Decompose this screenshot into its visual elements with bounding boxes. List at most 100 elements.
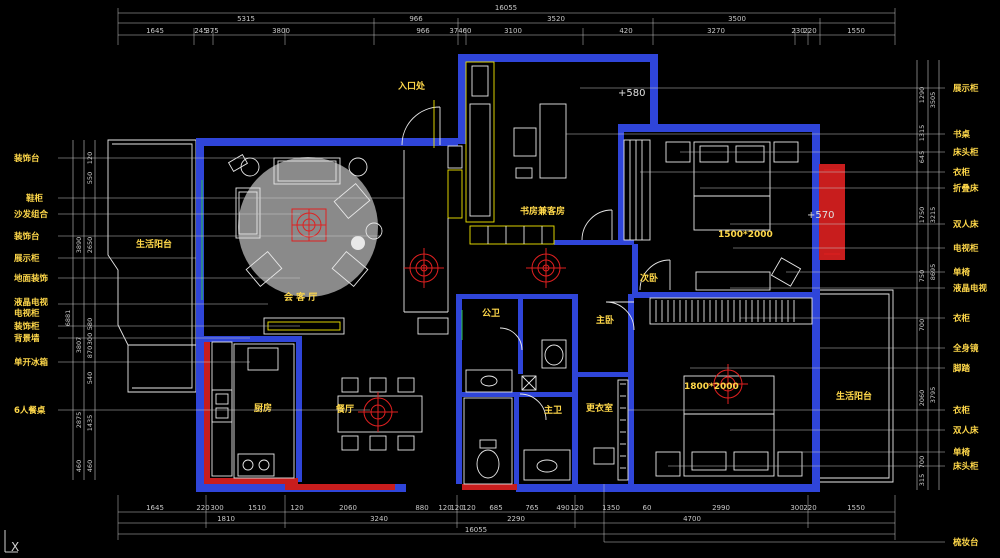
left-legend: 装饰台 鞋柜 沙发组合 装饰台 展示柜 地面装饰 液晶电视 电视柜 装饰柜 背景… xyxy=(13,153,49,416)
legend-label: 展示柜 xyxy=(13,253,40,264)
dim-label: 3505 xyxy=(929,92,937,109)
legend-label: 电视柜 xyxy=(14,308,40,319)
legend-label: 床头柜 xyxy=(953,147,979,158)
room-label-closet: 更衣室 xyxy=(586,402,613,414)
dim-label: 420 xyxy=(619,27,632,35)
dim-label: 1435 xyxy=(86,415,94,432)
dim-label: 245 xyxy=(194,27,207,35)
dim-label: 880 xyxy=(415,504,428,512)
legend-label: 折叠床 xyxy=(953,183,979,194)
dim-label: 3240 xyxy=(370,515,388,523)
entrance-door xyxy=(401,100,441,148)
dim-label: 1810 xyxy=(217,515,235,523)
dim-label: 2990 xyxy=(712,504,730,512)
dim-label: 700 xyxy=(918,456,926,468)
dim-label: 460 xyxy=(75,460,83,472)
room-label-entrance: 入口处 xyxy=(397,80,426,92)
kitchen-fixtures xyxy=(211,341,295,479)
dim-label: 3100 xyxy=(504,27,522,35)
dim-label: 6881 xyxy=(64,310,72,327)
legend-label: 梳妆台 xyxy=(952,537,979,548)
living-room-furniture xyxy=(201,154,383,335)
dim-label: 580 xyxy=(86,318,94,330)
legend-label: 电视柜 xyxy=(953,243,979,254)
legend-label: 地面装饰 xyxy=(14,273,49,284)
leader-lines xyxy=(58,87,945,543)
dim-label: 645 xyxy=(918,151,926,163)
dim-label: 2060 xyxy=(339,504,357,512)
room-label-secondary-bedroom: 次卧 xyxy=(640,272,658,284)
dim-label: 460 xyxy=(86,460,94,472)
legend-label: 装饰台 xyxy=(13,153,40,164)
legend-label: 书桌 xyxy=(953,129,971,140)
legend-label: 鞋柜 xyxy=(26,193,44,204)
dim-label: 5315 xyxy=(237,15,255,23)
room-label-living: 会 客 厅 xyxy=(284,291,317,303)
dim-plus-580: +580 xyxy=(618,88,645,99)
dim-label: 490 xyxy=(556,504,569,512)
top-dim-row1: 5315 966 3520 3500 xyxy=(237,15,746,23)
cursor-x-icon: X xyxy=(11,540,19,554)
room-label-master-bedroom: 主卧 xyxy=(596,314,614,326)
legend-label: 衣柜 xyxy=(953,167,971,178)
dim-label: 3800 xyxy=(272,27,290,35)
dim-label: 1645 xyxy=(146,27,164,35)
ucs-icon xyxy=(4,530,18,553)
dim-label: 120 xyxy=(290,504,303,512)
legend-label: 沙发组合 xyxy=(14,209,49,220)
legend-label: 背景墙 xyxy=(14,333,40,344)
bed-size-large: 1800*2000 xyxy=(684,382,739,392)
dim-label: 1750 xyxy=(918,207,926,224)
dim-top-total: 16055 xyxy=(495,4,517,12)
dining-furniture xyxy=(337,377,423,451)
dim-label: 120 xyxy=(570,504,583,512)
dim-label: 1350 xyxy=(602,504,620,512)
dim-label: 374 xyxy=(449,27,463,35)
left-dimension-lines xyxy=(72,140,96,480)
dim-label: 1290 xyxy=(918,87,926,104)
dim-label: 1550 xyxy=(847,27,865,35)
dim-label: 870 xyxy=(86,346,94,358)
dim-label: 700 xyxy=(918,319,926,331)
dim-bottom-total: 16055 xyxy=(465,526,487,534)
room-label-balcony-right: 生活阳台 xyxy=(836,390,872,402)
dim-label: 685 xyxy=(489,504,502,512)
legend-label: 脚踏 xyxy=(953,363,971,374)
bed-size-small: 1500*2000 xyxy=(718,230,773,240)
dim-label: 220 xyxy=(803,27,816,35)
dim-label: 3500 xyxy=(728,15,746,23)
room-label-balcony-left: 生活阳台 xyxy=(136,238,172,250)
dim-label: 220 xyxy=(803,504,816,512)
legend-label: 床头柜 xyxy=(953,461,979,472)
dim-label: 60 xyxy=(643,504,652,512)
right-dim-labels: 1290 3505 1315 645 1750 3215 750 8695 70… xyxy=(918,87,937,486)
room-label-study: 书房兼客房 xyxy=(520,205,565,217)
legend-label: 单开冰箱 xyxy=(14,357,49,368)
dim-label: 765 xyxy=(525,504,538,512)
closet-furniture xyxy=(593,379,629,481)
legend-label: 液晶电视 xyxy=(14,297,49,308)
study-furniture xyxy=(465,61,613,245)
dim-label: 220 xyxy=(196,504,209,512)
legend-label: 单椅 xyxy=(953,447,971,458)
ceiling-light-corridor xyxy=(526,248,566,288)
dim-label: 3270 xyxy=(707,27,725,35)
legend-label: 衣柜 xyxy=(953,313,971,324)
dim-label: 2875 xyxy=(75,412,83,429)
dim-label: 1645 xyxy=(146,504,164,512)
balcony-right xyxy=(820,289,894,483)
dim-label: 230 xyxy=(791,27,804,35)
bottom-dimension-lines xyxy=(117,495,896,540)
dim-label: 966 xyxy=(416,27,430,35)
dim-label: 3795 xyxy=(929,387,937,404)
dim-label: 3807 xyxy=(75,337,83,354)
legend-label: 双人床 xyxy=(953,219,979,230)
room-label-kitchen: 厨房 xyxy=(254,402,272,414)
dim-label: 540 xyxy=(86,372,94,384)
ceiling-light-hall xyxy=(404,248,444,288)
balcony-left xyxy=(107,139,197,393)
dim-label: 2650 xyxy=(86,237,94,254)
bottom-dim-row1: 1645 220 300 1510 120 2060 880 120 120 1… xyxy=(146,504,865,512)
top-dimension-lines xyxy=(117,8,896,45)
